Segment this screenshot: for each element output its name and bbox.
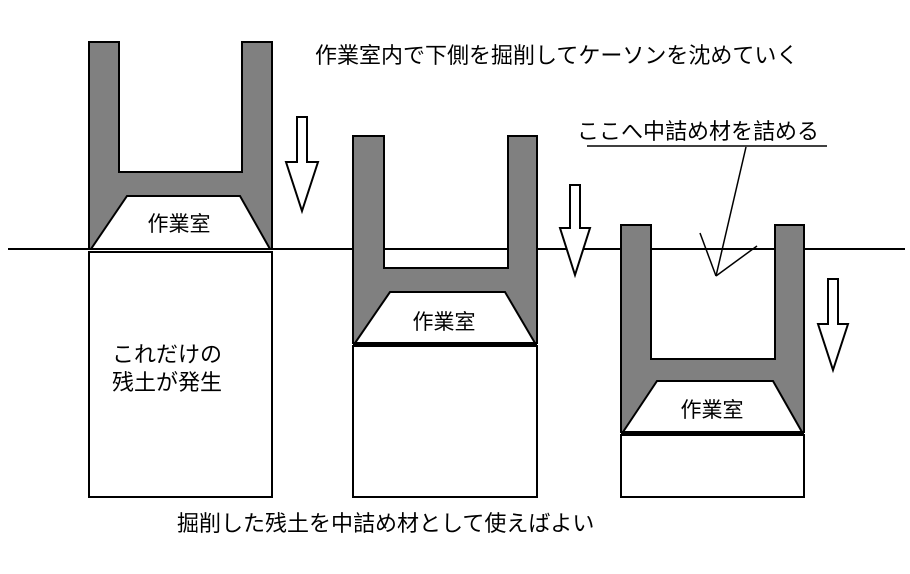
soil-column-2 [352, 345, 538, 498]
work-chamber-label-1: 作業室 [148, 212, 211, 236]
work-chamber-label-2: 作業室 [413, 310, 476, 334]
callout-text: ここへ中詰め材を詰める [577, 120, 819, 145]
soil-note-line-1: これだけの [112, 343, 222, 368]
caisson-stage-1: 作業室 [88, 41, 273, 250]
down-arrow-3 [816, 278, 850, 374]
down-arrow-2 [558, 184, 592, 279]
work-chamber-label-3: 作業室 [681, 398, 744, 422]
down-arrow-1 [284, 116, 320, 215]
caisson-stage-2: 作業室 [352, 135, 538, 344]
soil-note-line-2: 残土が発生 [112, 371, 222, 396]
soil-column-1 [88, 251, 273, 498]
work-chamber-1 [89, 195, 272, 250]
footer-text: 掘削した残土を中詰め材として使えばよい [177, 512, 594, 537]
soil-column-3 [620, 434, 805, 498]
callout-pointer [587, 145, 827, 277]
caisson-stage-3: 作業室 [620, 224, 805, 433]
title-text: 作業室内で下側を掘削してケーソンを沈めていく [315, 44, 798, 69]
